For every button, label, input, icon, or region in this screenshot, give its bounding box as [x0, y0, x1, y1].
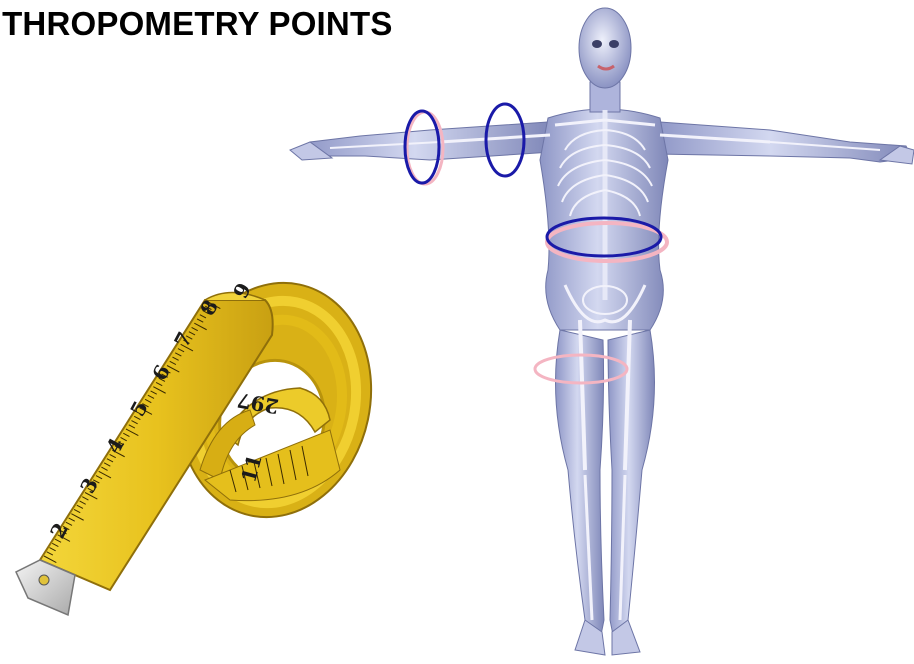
- skeleton: [330, 110, 880, 620]
- human-body: [290, 8, 914, 655]
